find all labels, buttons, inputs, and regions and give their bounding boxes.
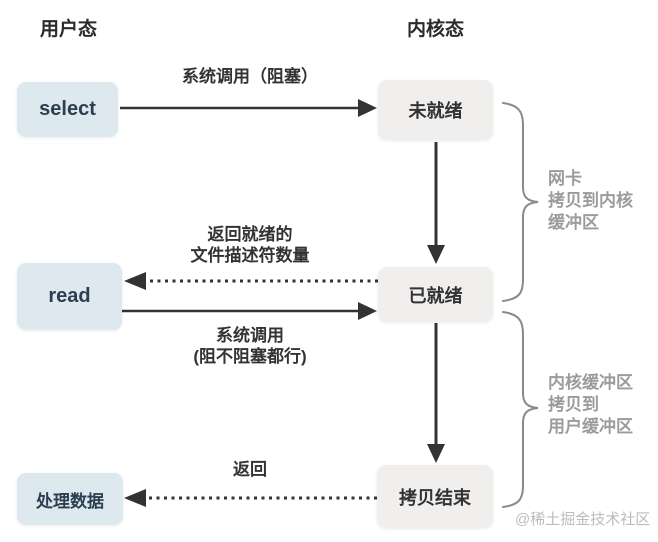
node-ready: 已就绪 [378,267,493,322]
kernel-mode-header: 内核态 [407,19,465,40]
return-ready-fds-dotted-arrow [124,272,378,290]
node-not-ready: 未就绪 [378,80,493,140]
ready-to-copy-done-arrow [427,323,445,463]
node-read: read [17,263,122,330]
kernel-to-user-brace-label: 内核缓冲区 拷贝到 用户缓冲区 [548,373,633,436]
return-ready-fds-label: 返回就绪的 文件描述符数量 [190,225,310,265]
syscall-blocking-label: 系统调用（阻塞） [182,67,318,86]
syscall-any-label: 系统调用 (阻不阻塞都行) [193,326,307,366]
node-copy-done: 拷贝结束 [377,465,493,528]
nic-copy-brace [502,102,539,302]
return-dotted-arrow [124,489,377,507]
syscall-any-arrow [122,302,377,320]
not-ready-to-ready-arrow [427,142,445,264]
syscall-blocking-arrow [120,99,377,117]
nic-copy-brace-label: 网卡 拷贝到内核 缓冲区 [548,169,633,232]
kernel-to-user-brace [502,311,539,508]
node-select: select [17,82,118,137]
return-label: 返回 [233,460,267,479]
watermark: @稀土掘金技术社区 [515,511,651,528]
node-process-data: 处理数据 [17,473,123,525]
user-mode-header: 用户态 [40,19,98,40]
